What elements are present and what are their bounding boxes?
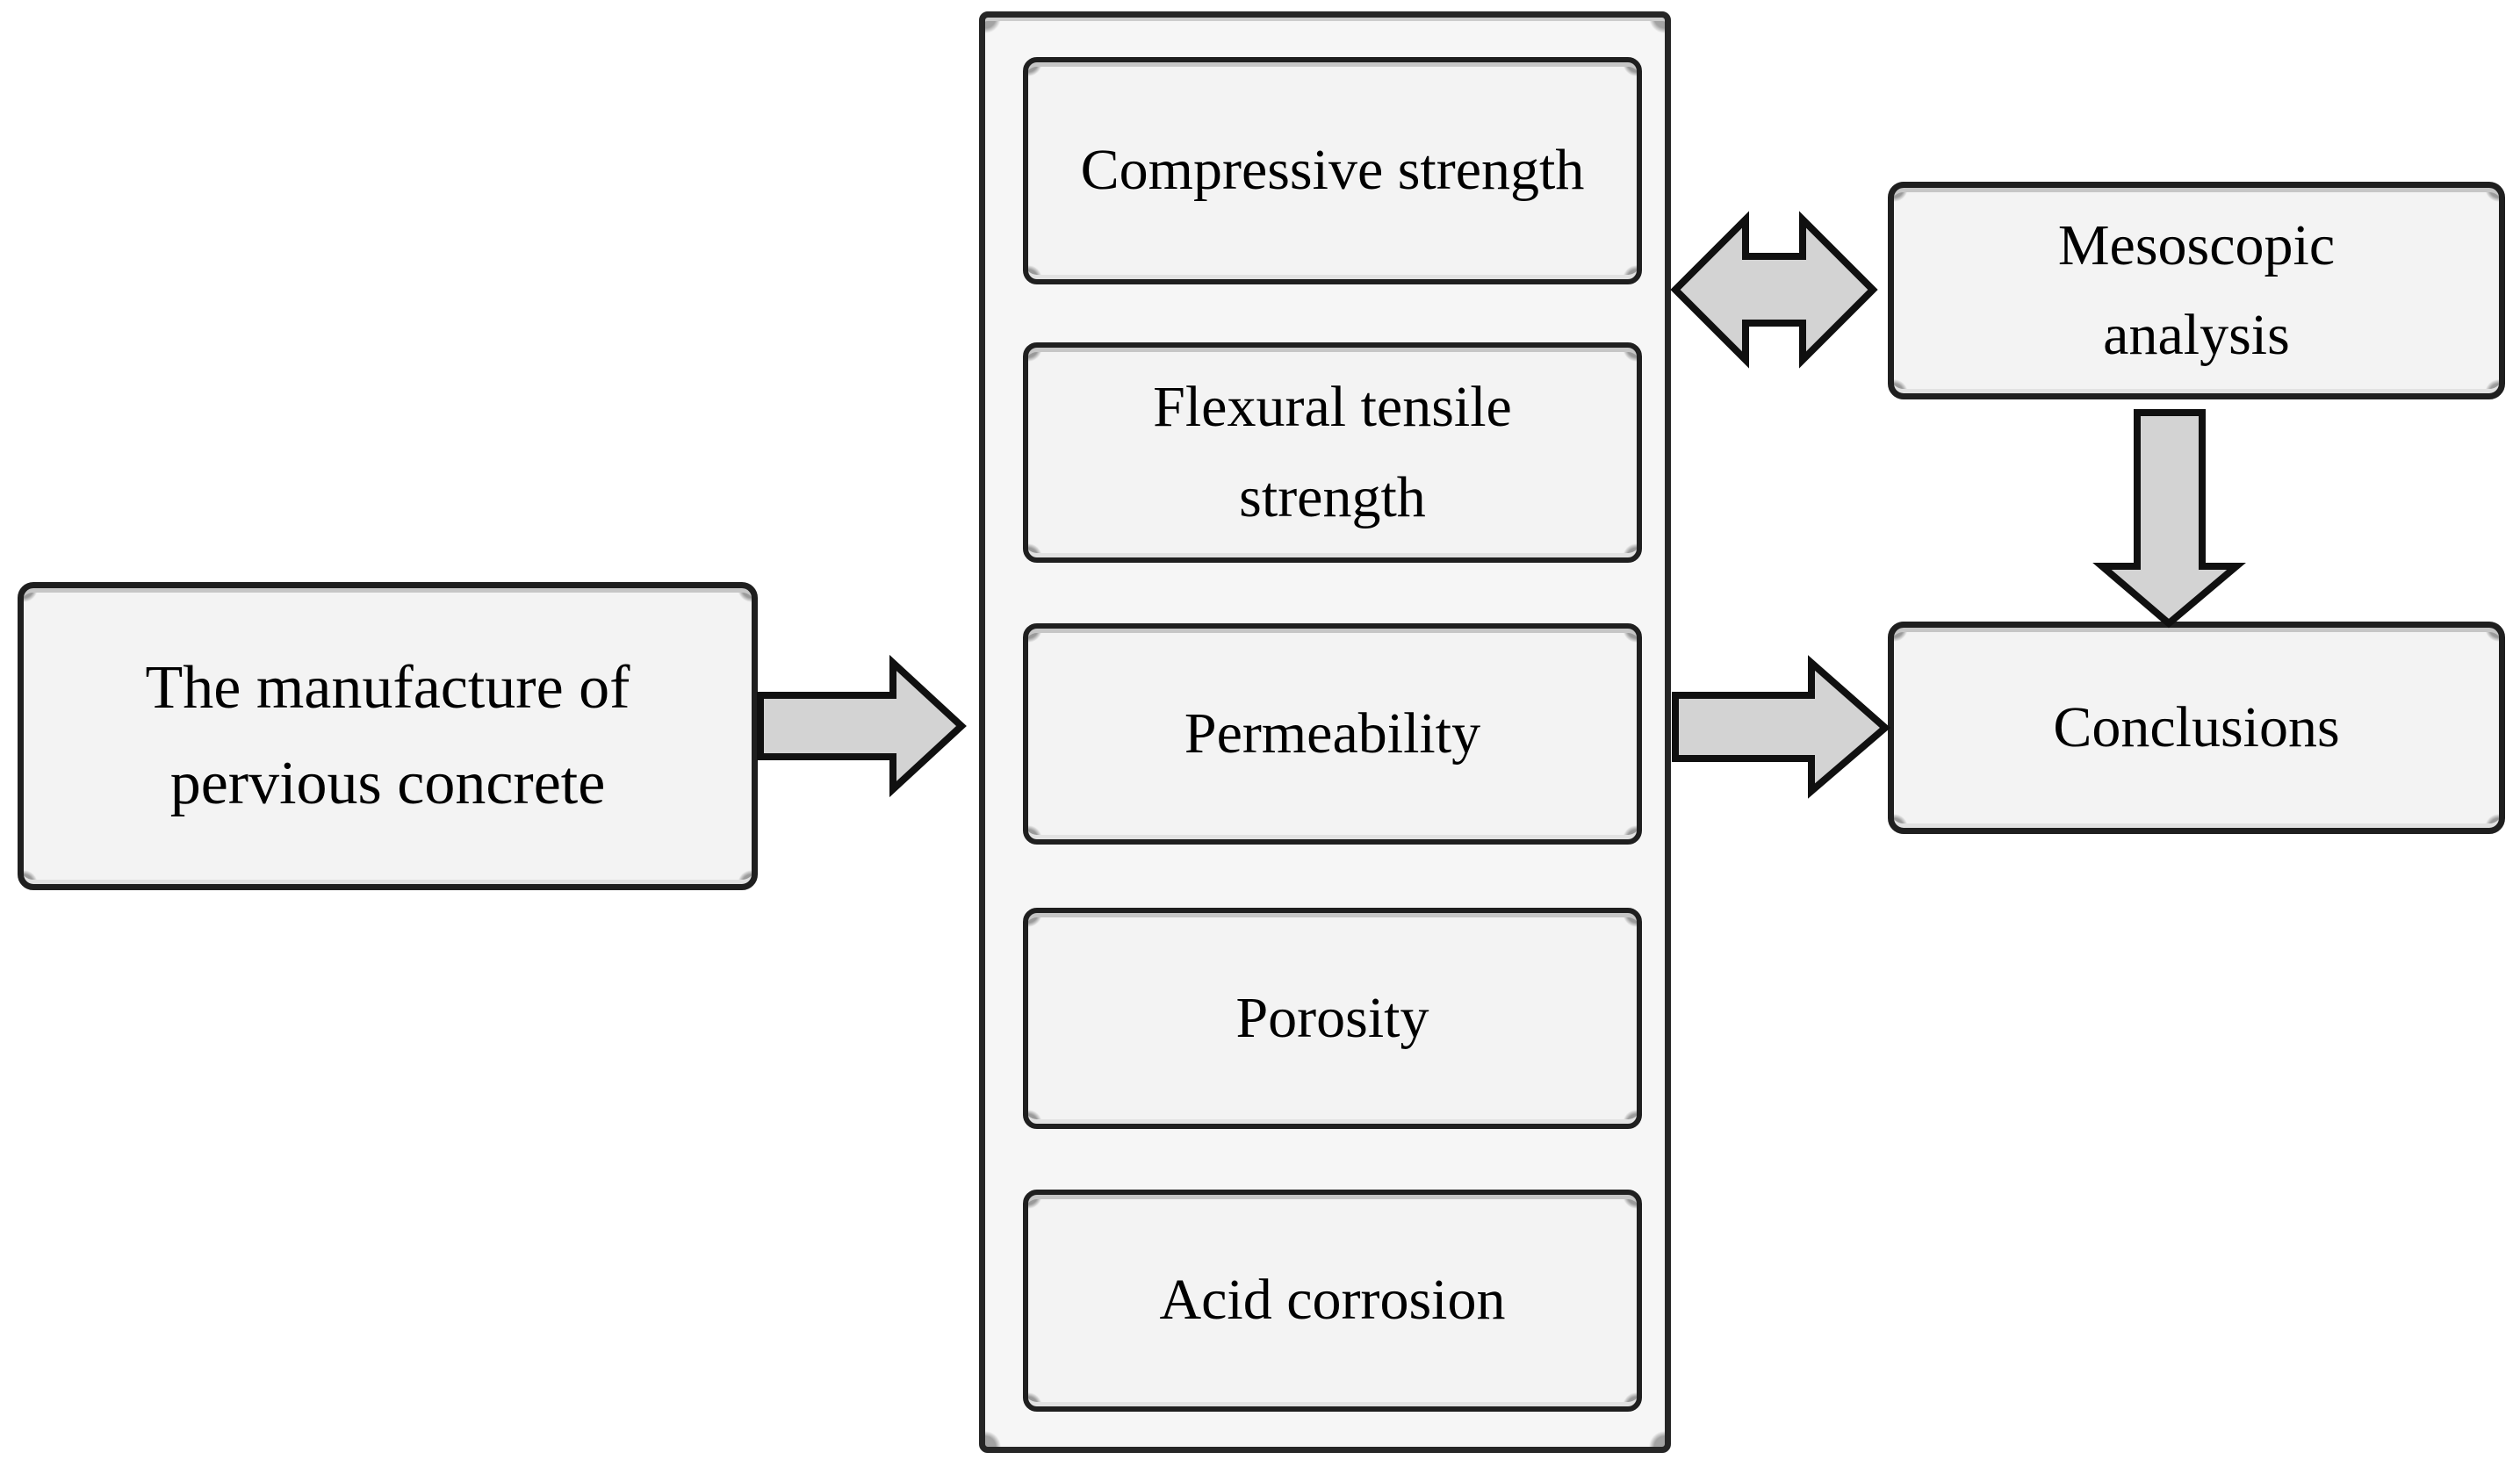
down-arrow-icon-mesoscopic-to-conclusions <box>2092 409 2246 629</box>
node-flexural-tensile-strength-label: Flexural tensile strength <box>1153 375 1512 529</box>
node-acid-corrosion-label: Acid corrosion <box>1159 1268 1506 1333</box>
right-arrow-icon-tests-to-conclusions <box>1672 655 1891 799</box>
node-porosity-label: Porosity <box>1235 985 1429 1050</box>
tests-group-container: Compressive strength Flexural tensile st… <box>979 11 1671 1453</box>
node-flexural-tensile-strength: Flexural tensile strength <box>1023 342 1642 563</box>
node-manufacture-label: The manufacture of pervious concrete <box>145 654 630 817</box>
node-permeability-label: Permeability <box>1184 701 1481 766</box>
node-compressive-strength-label: Compressive strength <box>1080 138 1585 203</box>
node-compressive-strength: Compressive strength <box>1023 57 1642 284</box>
node-permeability: Permeability <box>1023 623 1642 845</box>
right-arrow-icon-manufacture-to-tests <box>757 654 967 798</box>
node-mesoscopic-analysis: Mesoscopic analysis <box>1888 182 2505 399</box>
node-manufacture: The manufacture of pervious concrete <box>18 582 758 890</box>
double-arrow-icon-tests-mesoscopic <box>1670 211 1878 369</box>
node-porosity: Porosity <box>1023 908 1642 1129</box>
node-conclusions-label: Conclusions <box>2053 694 2340 759</box>
node-conclusions: Conclusions <box>1888 622 2505 834</box>
node-acid-corrosion: Acid corrosion <box>1023 1190 1642 1412</box>
node-mesoscopic-analysis-label: Mesoscopic analysis <box>2057 212 2336 367</box>
